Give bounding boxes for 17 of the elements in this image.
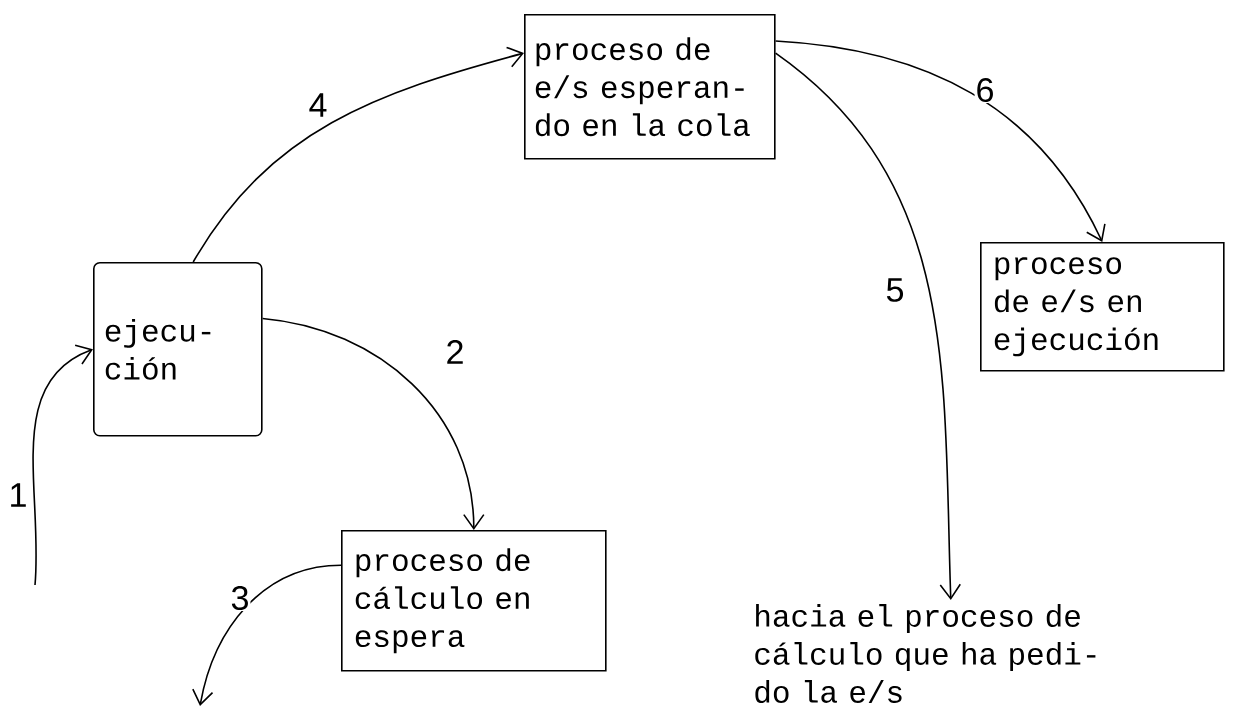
process-box: proceso de e/s esperan- do en la cola xyxy=(524,14,776,160)
edge-label: 3 xyxy=(229,584,251,612)
edge-label: 5 xyxy=(884,277,906,303)
arrow xyxy=(32,344,93,586)
arrow xyxy=(261,317,485,530)
arrow xyxy=(192,564,342,706)
edge-label: 4 xyxy=(307,92,329,118)
process-box: proceso de cálculo en espera xyxy=(341,530,607,672)
process-box: proceso de e/s en ejecución xyxy=(980,242,1225,372)
process-box: ejecu- ción xyxy=(93,262,263,437)
arrow xyxy=(774,40,1106,242)
edge-label: 2 xyxy=(444,339,466,365)
edge-label: 1 xyxy=(7,482,29,508)
destination-text: hacia el proceso de cálculo que ha pedi- do la e/s xyxy=(755,604,1096,703)
arrow xyxy=(774,52,962,600)
edge-label: 6 xyxy=(974,76,996,104)
arrow xyxy=(192,46,524,263)
